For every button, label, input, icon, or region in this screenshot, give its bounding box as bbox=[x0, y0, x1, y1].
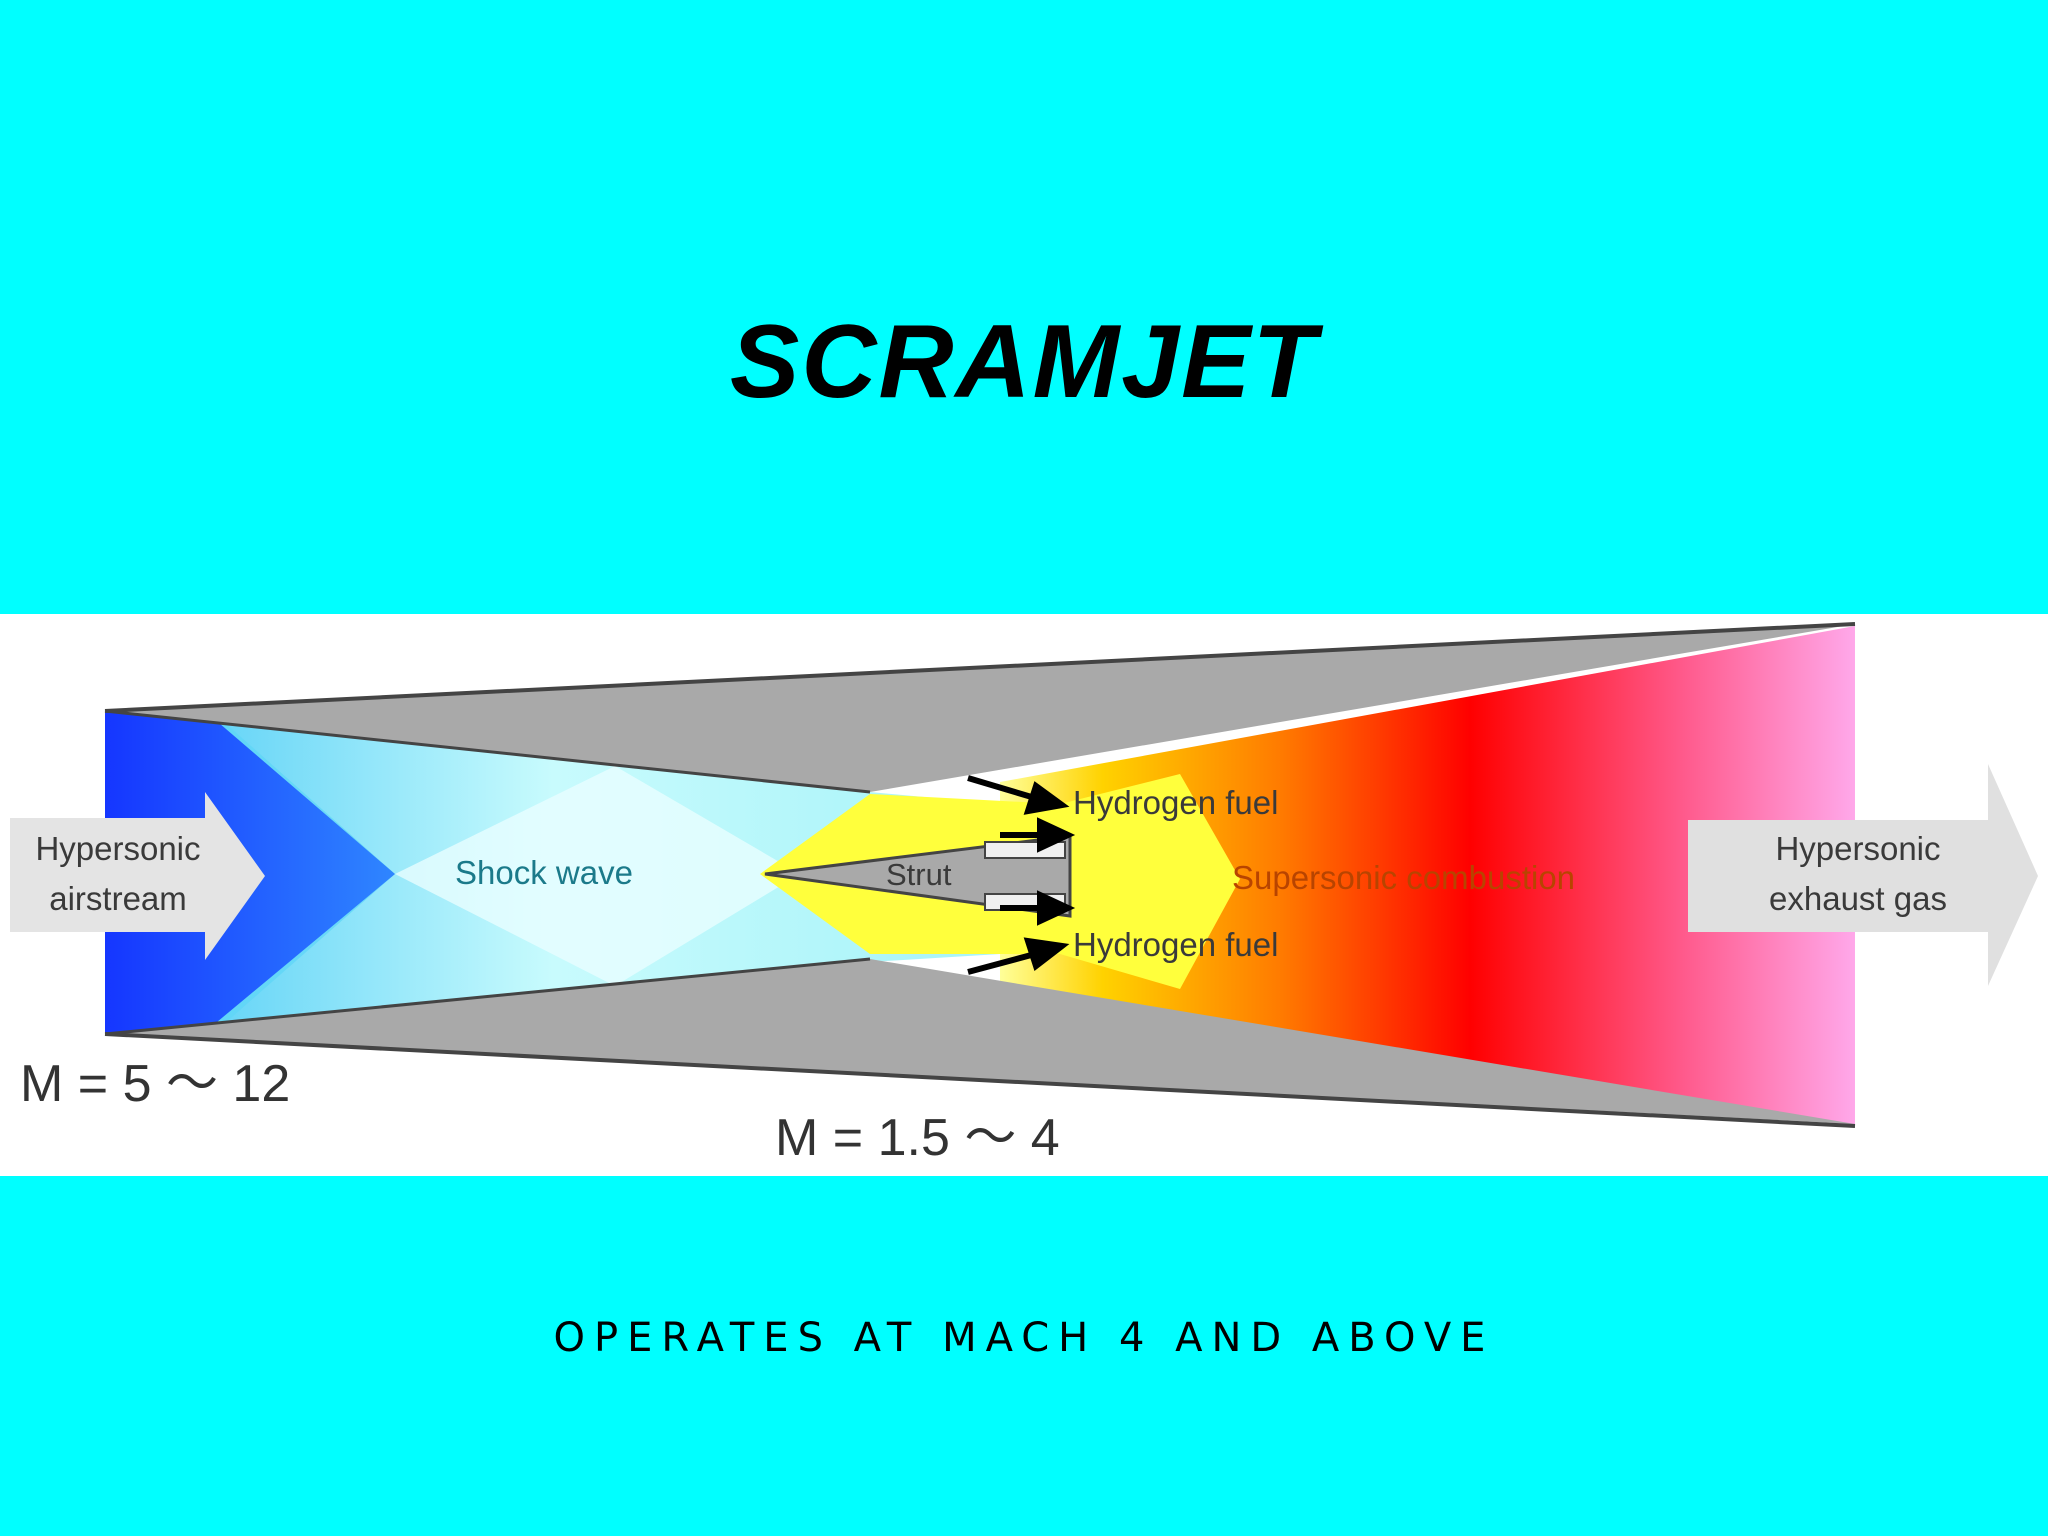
slide-subtitle: OPERATES AT MACH 4 AND ABOVE bbox=[553, 1315, 1495, 1361]
exhaust-label-line-1: Hypersonic bbox=[1775, 830, 1940, 867]
upper-wall-inner-edge bbox=[104, 709, 871, 794]
inlet-mach-label: M = 5 ～ 12 bbox=[20, 1055, 290, 1113]
exhaust-arrow bbox=[1688, 764, 2038, 986]
slide-title: SCRAMJET bbox=[729, 304, 1319, 420]
inflow-label-line-1: Hypersonic bbox=[35, 830, 200, 867]
hydrogen-fuel-label-top: Hydrogen fuel bbox=[1073, 784, 1278, 821]
fuel-arrow-bottom bbox=[967, 951, 1036, 975]
exhaust-label-line-2: exhaust gas bbox=[1769, 880, 1947, 917]
upper-wall bbox=[105, 624, 1855, 792]
fuel-arrow-top bbox=[967, 775, 1036, 801]
inflow-label-line-2: airstream bbox=[49, 880, 187, 917]
supersonic-combustion-label: Supersonic combustion bbox=[1232, 859, 1575, 896]
fuel-arrow-strut-bottom-head bbox=[1037, 890, 1076, 926]
combustor-mach-label: M = 1.5 ～ 4 bbox=[775, 1109, 1060, 1167]
fuel-arrow-strut-top-head bbox=[1037, 817, 1076, 853]
hydrogen-fuel-label-bottom: Hydrogen fuel bbox=[1073, 926, 1278, 963]
upper-wall-outer-edge bbox=[104, 622, 1856, 713]
lower-wall-inner-edge bbox=[104, 957, 871, 1036]
lower-wall bbox=[105, 959, 1855, 1124]
combustion-zone bbox=[1000, 626, 1855, 1126]
fuel-arrow-top-head bbox=[1023, 781, 1070, 815]
shock-wave-label: Shock wave bbox=[455, 854, 633, 891]
scramjet-diagram-svg: Hypersonic airstream Shock wave Strut Hy… bbox=[10, 622, 2038, 1167]
shock-diamond bbox=[395, 766, 800, 986]
inflow-arrow bbox=[10, 792, 265, 960]
lower-wall-outer-edge bbox=[104, 1032, 1856, 1128]
scramjet-diagram: Hypersonic airstream Shock wave Strut Hy… bbox=[0, 614, 2048, 1176]
fuel-arrows bbox=[967, 775, 1076, 975]
fuel-arrow-bottom-head bbox=[1023, 937, 1070, 971]
strut-label: Strut bbox=[886, 857, 952, 892]
